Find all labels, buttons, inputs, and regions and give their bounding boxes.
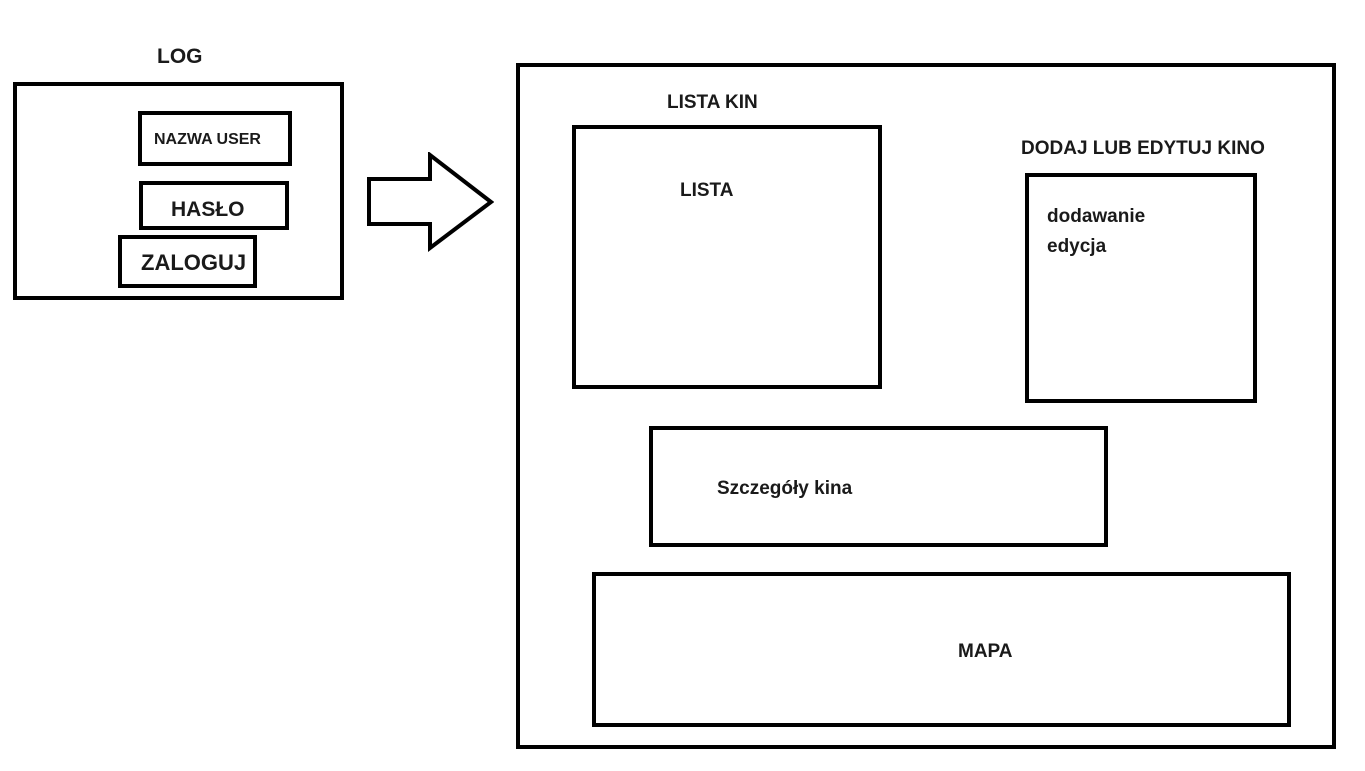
map-panel[interactable]: MAPA xyxy=(592,572,1291,727)
password-label: HASŁO xyxy=(171,198,245,221)
login-title: LOG xyxy=(157,45,203,68)
cinema-details-panel: Szczegóły kina xyxy=(649,426,1108,547)
edit-label: edycja xyxy=(1047,236,1107,257)
right-arrow-icon xyxy=(367,152,494,252)
cinema-list-label: LISTA xyxy=(680,180,734,201)
cinema-list-panel[interactable]: LISTA xyxy=(572,125,882,389)
add-label: dodawanie xyxy=(1047,206,1146,227)
login-button-label: ZALOGUJ xyxy=(141,250,247,275)
username-label: NAZWA USER xyxy=(154,131,261,148)
cinema-list-title: LISTA KIN xyxy=(667,92,758,113)
login-button[interactable]: ZALOGUJ xyxy=(118,235,257,288)
map-label: MAPA xyxy=(958,641,1013,662)
username-field[interactable]: NAZWA USER xyxy=(138,111,292,166)
cinema-details-label: Szczegóły kina xyxy=(717,478,853,499)
add-edit-cinema-panel[interactable]: dodawanie edycja xyxy=(1025,173,1257,403)
add-edit-cinema-title: DODAJ LUB EDYTUJ KINO xyxy=(1021,138,1265,159)
password-field[interactable]: HASŁO xyxy=(139,181,289,230)
